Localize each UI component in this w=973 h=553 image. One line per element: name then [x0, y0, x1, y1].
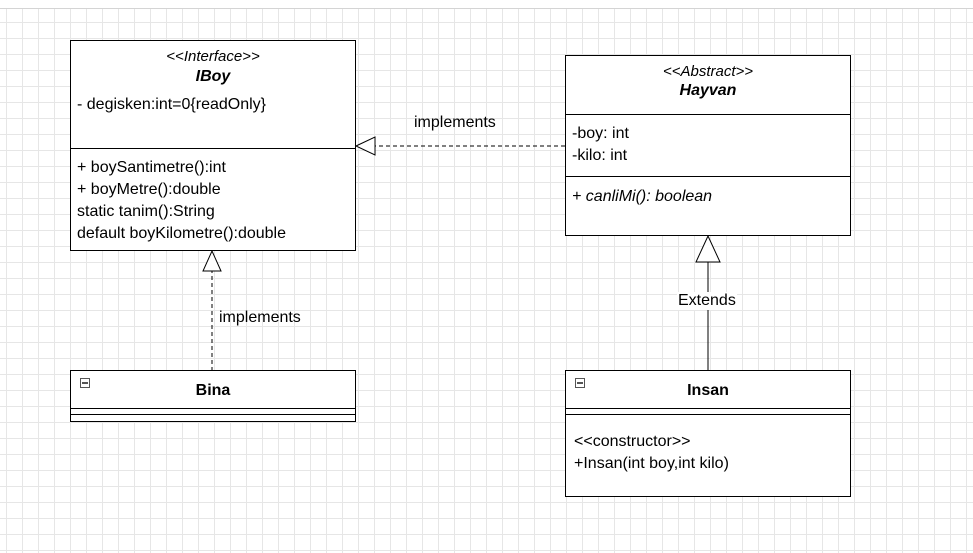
iboy-method: + boySantimetre():int	[77, 159, 226, 176]
hayvan-attribute: -boy: int	[572, 125, 629, 142]
canvas-top-edge	[0, 0, 973, 9]
insan-class-box[interactable]: Insan <<constructor>> +Insan(int boy,int…	[565, 370, 851, 497]
hayvan-separator-top	[566, 114, 850, 115]
hayvan-class-box[interactable]: <<Abstract>> Hayvan -boy: int -kilo: int…	[565, 55, 851, 236]
insan-separator-2	[566, 414, 850, 415]
bina-separator-2	[71, 414, 355, 415]
hayvan-name: Hayvan	[679, 82, 737, 99]
insan-constructor: +Insan(int boy,int kilo)	[574, 455, 729, 472]
hayvan-iboy-label: implements	[414, 114, 496, 131]
hayvan-header: <<Abstract>> Hayvan	[566, 63, 850, 100]
iboy-header: <<Interface>> IBoy	[71, 48, 355, 86]
iboy-class-box[interactable]: <<Interface>> IBoy - degisken:int=0{read…	[70, 40, 356, 251]
iboy-name: IBoy	[195, 68, 231, 85]
hayvan-stereotype: <<Abstract>>	[662, 63, 754, 80]
bina-iboy-label: implements	[219, 309, 301, 326]
insan-hayvan-label: Extends	[677, 292, 737, 310]
collapse-icon[interactable]	[80, 378, 90, 388]
iboy-method: default boyKilometre():double	[77, 225, 287, 242]
bina-separator-1	[71, 408, 355, 409]
iboy-stereotype: <<Interface>>	[166, 48, 260, 65]
collapse-icon[interactable]	[575, 378, 585, 388]
iboy-separator	[71, 148, 355, 149]
bina-name: Bina	[195, 382, 231, 399]
iboy-attribute: - degisken:int=0{readOnly}	[77, 96, 267, 113]
insan-hayvan-arrowhead	[695, 234, 721, 263]
insan-name: Insan	[687, 382, 729, 399]
iboy-method: static tanim():String	[77, 203, 215, 220]
hayvan-attribute: -kilo: int	[572, 147, 628, 164]
hayvan-method: + canliMi(): boolean	[572, 188, 713, 205]
hayvan-separator	[566, 176, 850, 177]
bina-iboy-arrowhead	[202, 249, 222, 272]
insan-constructor-stereotype: <<constructor>>	[574, 433, 691, 450]
insan-separator-1	[566, 408, 850, 409]
hayvan-iboy-arrowhead	[354, 136, 376, 156]
iboy-method: + boyMetre():double	[77, 181, 221, 198]
bina-class-box[interactable]: Bina	[70, 370, 356, 422]
